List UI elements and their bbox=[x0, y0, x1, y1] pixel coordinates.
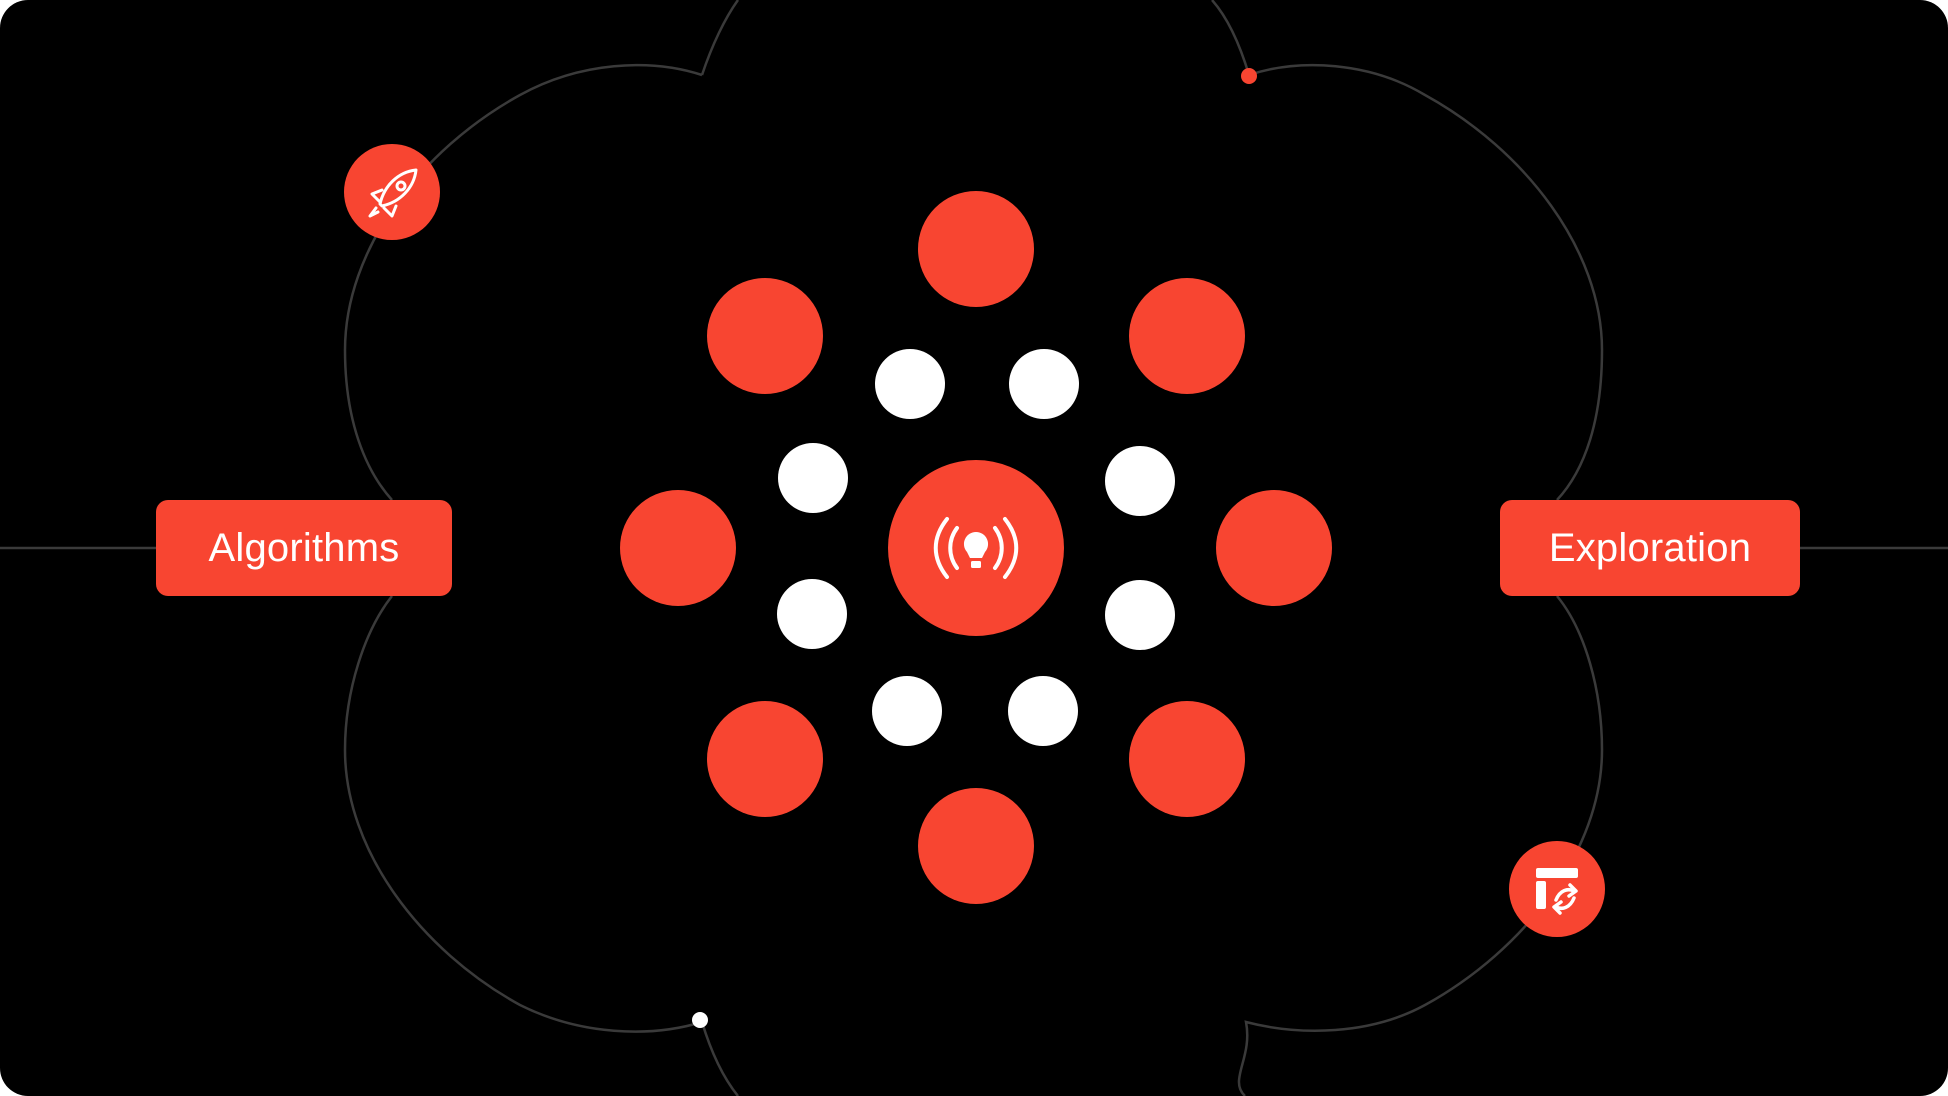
red-node bbox=[918, 191, 1034, 307]
inner-white-ring bbox=[777, 349, 1175, 746]
table-sync-icon-badge bbox=[1509, 841, 1605, 937]
exploration-label-text: Exploration bbox=[1548, 525, 1752, 570]
white-node bbox=[1105, 446, 1175, 516]
rocket-icon bbox=[368, 168, 418, 218]
white-node bbox=[875, 349, 945, 419]
algorithms-label: Algorithms bbox=[156, 500, 452, 596]
white-node bbox=[777, 579, 847, 649]
table-sync-icon bbox=[1536, 868, 1578, 915]
red-node bbox=[1129, 278, 1245, 394]
red-node bbox=[1216, 490, 1332, 606]
red-node bbox=[620, 490, 736, 606]
white-node bbox=[1009, 349, 1079, 419]
outline-marker-white bbox=[692, 1012, 708, 1028]
rocket-badge-circle bbox=[344, 144, 440, 240]
rocket-icon-badge bbox=[344, 144, 440, 240]
red-node bbox=[707, 701, 823, 817]
white-node bbox=[778, 443, 848, 513]
algorithms-label-text: Algorithms bbox=[208, 525, 400, 570]
center-hub bbox=[888, 460, 1064, 636]
white-node bbox=[1008, 676, 1078, 746]
exploration-label: Exploration bbox=[1500, 500, 1800, 596]
red-node bbox=[707, 278, 823, 394]
outline-marker-red bbox=[1241, 68, 1257, 84]
red-node bbox=[1129, 701, 1245, 817]
white-node bbox=[1105, 580, 1175, 650]
red-node bbox=[918, 788, 1034, 904]
outer-red-ring bbox=[620, 191, 1332, 904]
lightbulb-broadcast-icon bbox=[933, 517, 1019, 579]
white-node bbox=[872, 676, 942, 746]
table-sync-badge-circle bbox=[1509, 841, 1605, 937]
